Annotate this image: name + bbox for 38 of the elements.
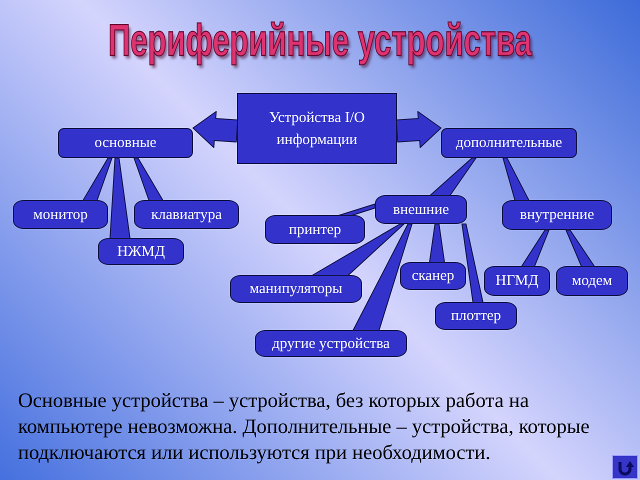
caption-text: Основные устройства – устройства, без которых работа на компьютере невозможна. Дополнительные – устройства, которые подключаются или используются при необходимости.	[18, 389, 591, 466]
callout-box	[255, 330, 407, 357]
central-box	[237, 93, 397, 164]
node-label: основные	[94, 134, 156, 153]
callout-tail	[429, 224, 445, 263]
block-arrow	[192, 111, 238, 148]
node-label: НГМД	[496, 272, 538, 291]
callout-tail	[352, 224, 412, 331]
callout-tail	[566, 230, 595, 267]
node-label: плоттер	[450, 307, 502, 326]
node-label: клавиатура	[151, 206, 222, 224]
callout-box	[230, 275, 362, 303]
node-label: монитор	[33, 206, 88, 224]
node-label: другие устройства	[272, 334, 390, 354]
node-label: внешние	[392, 200, 450, 220]
callout-tail	[430, 158, 476, 196]
callout-box	[435, 302, 517, 330]
callout-tail	[502, 158, 530, 201]
callout-tail	[110, 158, 130, 239]
callout-tail	[312, 224, 404, 276]
callout-tail	[338, 204, 376, 216]
title: Периферийные устройства	[108, 14, 532, 68]
node-label: внутренние	[520, 206, 594, 225]
callout-tail	[462, 224, 484, 303]
callout-box	[98, 238, 184, 265]
node-label: дополнительные	[456, 134, 562, 153]
callout-tail	[521, 230, 550, 267]
block-arrow	[396, 111, 442, 148]
node-label: сканер	[412, 267, 454, 286]
callout-box	[484, 266, 550, 296]
node-label: манипуляторы	[250, 280, 342, 299]
callout-box	[556, 266, 628, 296]
node-label: модем	[572, 272, 612, 291]
callout-tail	[134, 158, 164, 201]
node-label: принтер	[288, 220, 342, 240]
node-label: Устройства I/O информации	[268, 108, 366, 150]
node-label: НЖМД	[117, 242, 165, 262]
callout-tail	[82, 158, 112, 201]
